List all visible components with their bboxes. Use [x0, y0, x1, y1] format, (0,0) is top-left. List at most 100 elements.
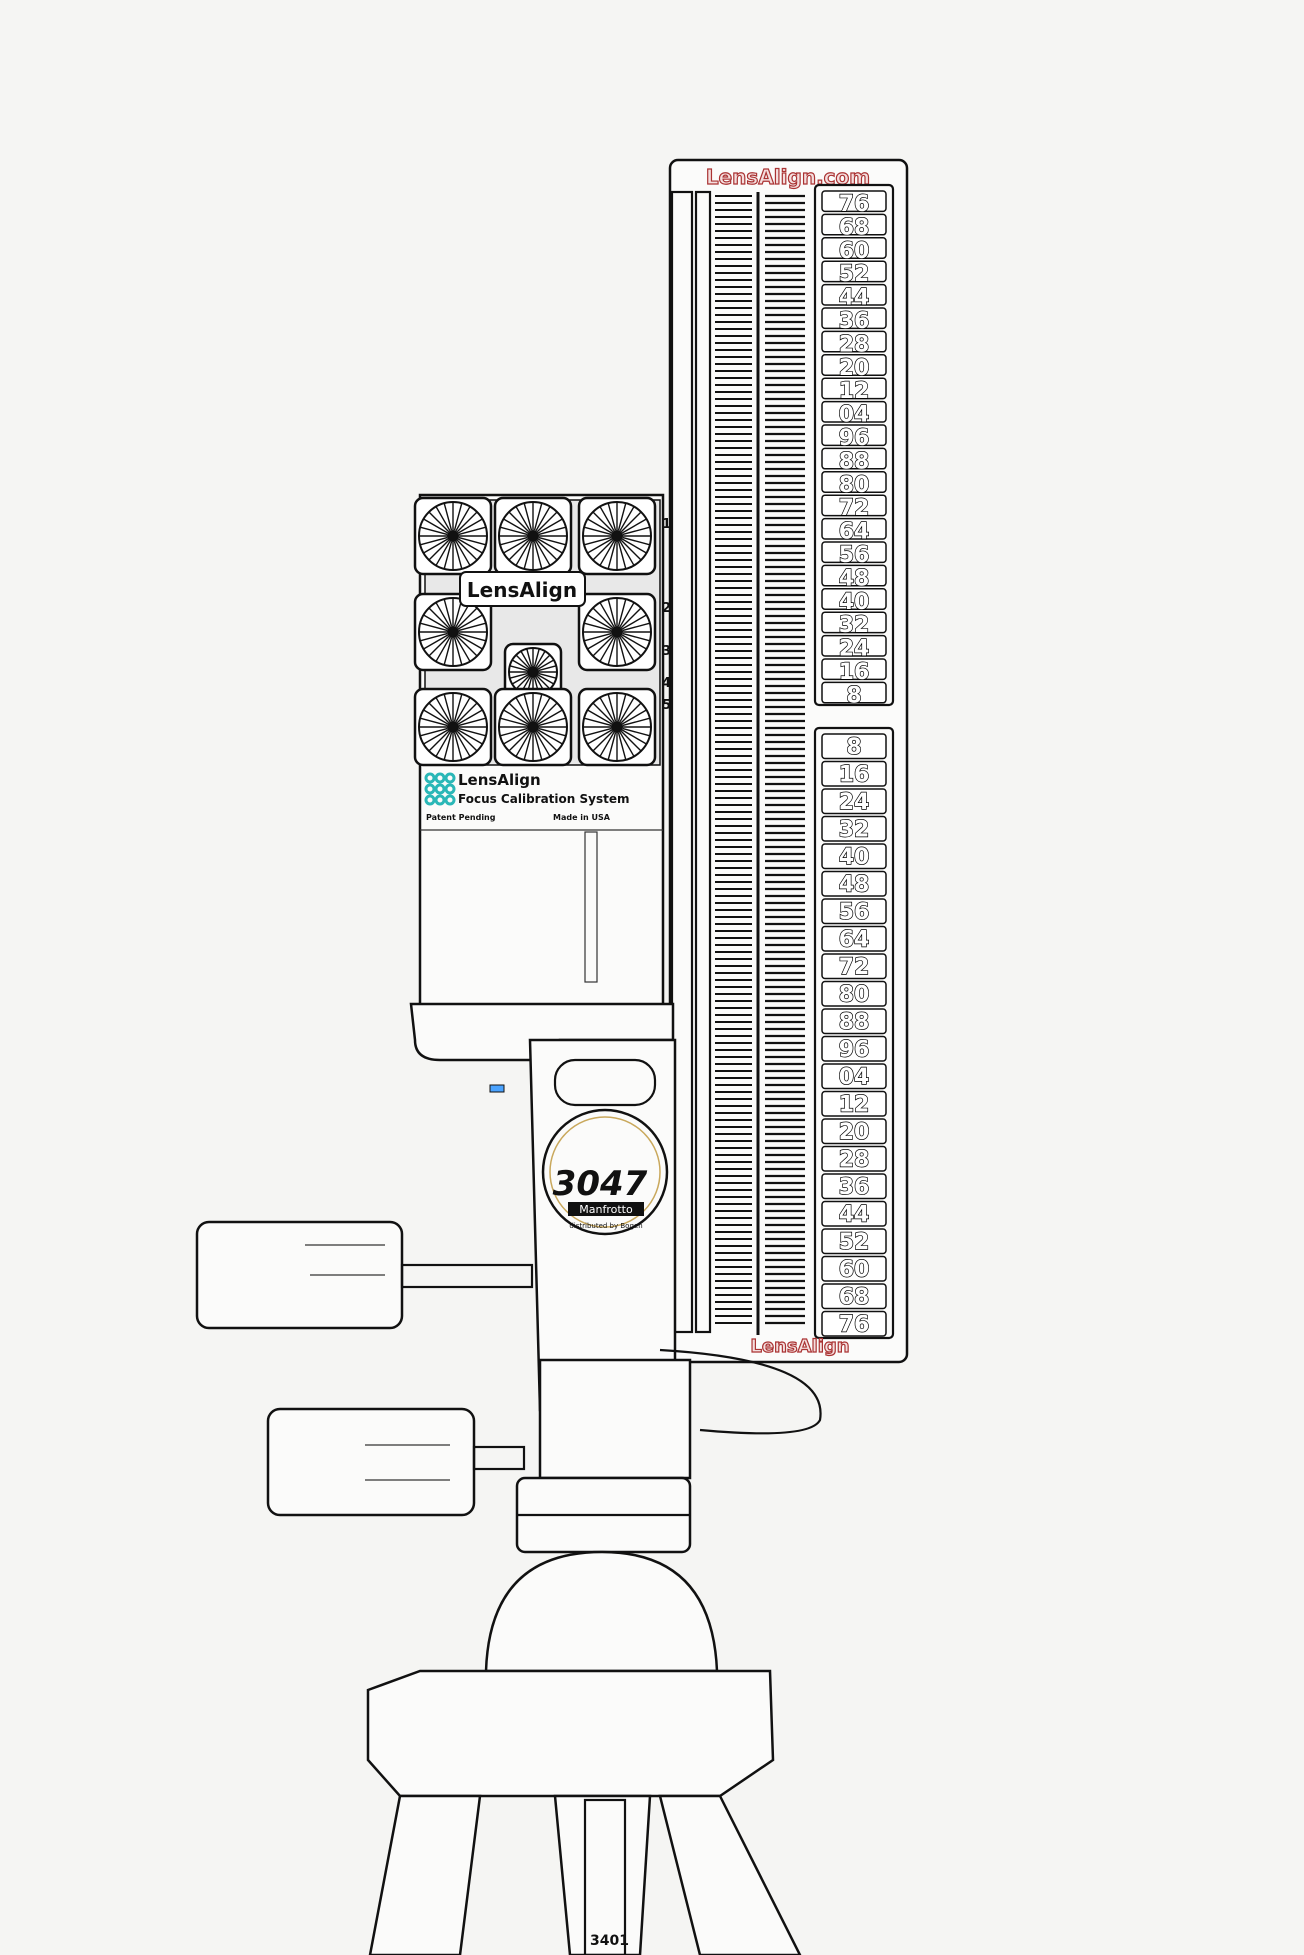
scale-box	[821, 634, 887, 657]
scale-box	[821, 1283, 887, 1310]
scale-label: 24	[839, 790, 870, 815]
scale-box	[821, 843, 887, 870]
scale-label: 56	[839, 543, 870, 568]
scale-label: 76	[839, 192, 870, 217]
scale-label: 40	[839, 845, 870, 870]
scale-box	[821, 611, 887, 634]
target-card: LensAlign LensAlign Focus Calibration Sy…	[413, 493, 671, 1007]
scale-label: 72	[839, 955, 870, 980]
scale-box	[821, 377, 887, 400]
card-made-in: Made in USA	[553, 813, 611, 822]
scale-box	[821, 1145, 887, 1172]
scale-label: 88	[839, 1010, 870, 1035]
svg-text:3: 3	[662, 644, 671, 659]
scale-box	[821, 190, 887, 213]
ruler-bottom-scale: 8162432404856647280889604122028364452606…	[821, 733, 887, 1338]
scale-box	[821, 1173, 887, 1200]
scale-label: 8	[846, 735, 861, 760]
svg-text:2: 2	[662, 601, 671, 616]
scale-label: 56	[839, 900, 870, 925]
scale-box	[821, 788, 887, 815]
scale-label: 68	[839, 215, 870, 240]
starburst-target	[413, 687, 493, 767]
scale-label: 16	[839, 763, 870, 788]
scale-label: 8	[846, 683, 861, 708]
scale-label: 32	[839, 613, 870, 638]
pan-handle-knob-upper[interactable]	[195, 1220, 534, 1330]
scale-label: 64	[839, 520, 870, 545]
focus-ruler: LensAlign.com 76686052443628201204968880…	[668, 158, 909, 1364]
scale-box	[821, 564, 887, 587]
scale-label: 12	[839, 1093, 870, 1118]
dial-label: 3047 Manfrotto distributed by Bogen	[541, 1108, 669, 1236]
scale-label: 60	[839, 1258, 870, 1283]
svg-text:4: 4	[662, 676, 671, 691]
scale-label: 36	[839, 1175, 870, 1200]
scale-label: 64	[839, 928, 870, 953]
scale-label: 12	[839, 379, 870, 404]
scale-label: 16	[839, 660, 870, 685]
starburst-target	[493, 496, 573, 576]
card-subtitle: Focus Calibration System	[458, 792, 629, 806]
starburst-target	[577, 687, 657, 767]
scale-box	[821, 1008, 887, 1035]
scale-box	[821, 815, 887, 842]
scale-box	[821, 424, 887, 447]
ruler-ticks	[715, 192, 805, 1335]
scale-label: 52	[839, 262, 870, 287]
scale-box	[821, 1090, 887, 1117]
scale-box	[821, 760, 887, 787]
scale-box	[821, 980, 887, 1007]
card-patent: Patent Pending	[426, 813, 496, 822]
starburst-target	[577, 496, 657, 576]
scale-label: 72	[839, 496, 870, 521]
lensalign-logo-icon	[424, 772, 456, 806]
scale-box	[821, 517, 887, 540]
scale-box	[821, 953, 887, 980]
scale-box	[821, 260, 887, 283]
scale-label: 48	[839, 873, 870, 898]
scale-label: 28	[839, 332, 870, 357]
scale-label: 80	[839, 983, 870, 1008]
scale-box	[821, 870, 887, 897]
scale-box	[821, 471, 887, 493]
scale-box	[821, 494, 887, 517]
scale-label: 68	[839, 1285, 870, 1310]
tilt-handle-knob-lower[interactable]	[266, 1407, 526, 1517]
ruler-top-scale: 7668605244362820120496888072645648403224…	[821, 190, 887, 709]
starburst-target	[413, 592, 493, 672]
scale-box	[821, 1200, 887, 1227]
scale-label: 44	[839, 1203, 870, 1228]
scale-label: 28	[839, 1148, 870, 1173]
scale-label: 48	[839, 566, 870, 591]
tripod-head: 3047 Manfrotto distributed by Bogen	[195, 1002, 822, 1554]
starburst-target	[577, 592, 657, 672]
scale-box	[821, 283, 887, 306]
starburst-targets	[413, 496, 661, 767]
scale-box	[821, 925, 887, 952]
scale-box	[821, 1310, 887, 1337]
scale-box	[821, 307, 887, 330]
scale-label: 52	[839, 1230, 870, 1255]
scale-box	[821, 237, 887, 259]
scale-box	[821, 330, 887, 353]
scale-box	[821, 898, 887, 925]
svg-text:5: 5	[662, 698, 671, 713]
scale-label: 60	[839, 239, 870, 264]
card-logo: LensAlign	[467, 578, 577, 602]
scale-box	[821, 681, 887, 704]
scale-label: 04	[839, 1065, 870, 1090]
scale-label: 44	[839, 286, 870, 311]
scale-label: 80	[839, 473, 870, 498]
scale-label: 20	[839, 356, 870, 381]
scale-box	[821, 588, 887, 610]
scale-label: 96	[839, 426, 870, 451]
scale-box	[821, 1063, 887, 1090]
ruler-brand-bottom: LensAlign	[750, 1336, 849, 1357]
card-logo-small: LensAlign	[458, 771, 541, 789]
starburst-target	[503, 642, 563, 702]
scale-label: 40	[839, 590, 870, 615]
starburst-target	[413, 496, 493, 576]
scale-box	[821, 1118, 887, 1145]
